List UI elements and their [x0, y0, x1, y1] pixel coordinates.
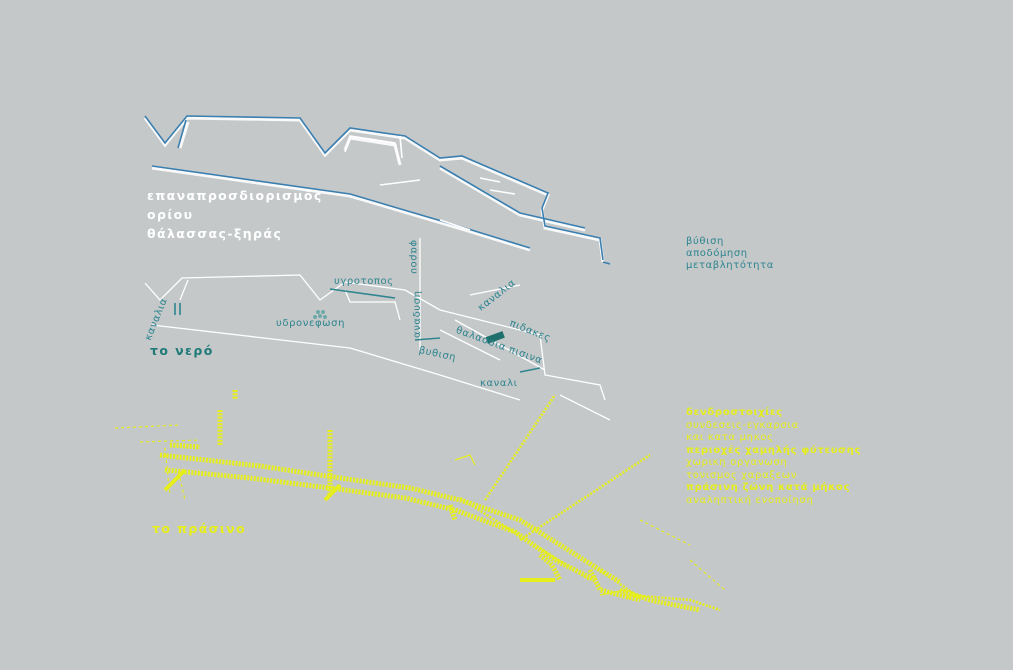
boundary-layer [143, 115, 611, 265]
water-label-kanali: καναλι [480, 378, 518, 389]
green-legend-item: δενδροστοιχίες [686, 407, 783, 418]
boundary-title-line: ορίου [147, 207, 194, 222]
green-legend-item: αναληπτική ενοποίηση [686, 494, 814, 506]
water-label-anadysi: αναδυση [412, 290, 423, 338]
water-label-ydronefosi: υδρονεφωση [276, 318, 346, 329]
green-legend-item: τονισμος χαραξεων [686, 469, 798, 481]
water-title: το νερό [150, 343, 214, 358]
green-legend-item: συνδεσεις-εγκαρσια [686, 419, 799, 431]
water-label-ygrotopos: υγροτοπος [334, 276, 394, 287]
water-label-farou: φαρου [408, 240, 419, 275]
green-legend-item: και κατα μηκος [686, 432, 774, 443]
boundary-title: επαναπροσδιορισμός ορίου θάλασσας-ξηράς [147, 186, 323, 243]
fountain-icon [313, 310, 327, 319]
boundary-note: αποδόμηση [686, 248, 748, 259]
boundary-note: βύθιση [686, 236, 724, 247]
green-legend: δενδροστοιχίες συνδεσεις-εγκαρσια και κα… [686, 407, 861, 507]
green-legend-item: χωρικη οργανωση [686, 457, 788, 468]
water-layer [144, 238, 611, 421]
green-layer [114, 390, 726, 613]
boundary-title-line: θάλασσας-ξηράς [147, 226, 283, 241]
green-legend-item: περιοχές χαμηλής φύτευσης [686, 444, 862, 456]
boundary-title-line: επαναπροσδιορισμός [147, 188, 323, 203]
green-title: το πράσινο [152, 521, 247, 536]
green-legend-item: πράσινη ζώνη κατά μήκος [686, 482, 851, 493]
boundary-note: μεταβλητότητα [686, 260, 774, 271]
boundary-notes: βύθιση αποδόμηση μεταβλητότητα [686, 236, 774, 272]
